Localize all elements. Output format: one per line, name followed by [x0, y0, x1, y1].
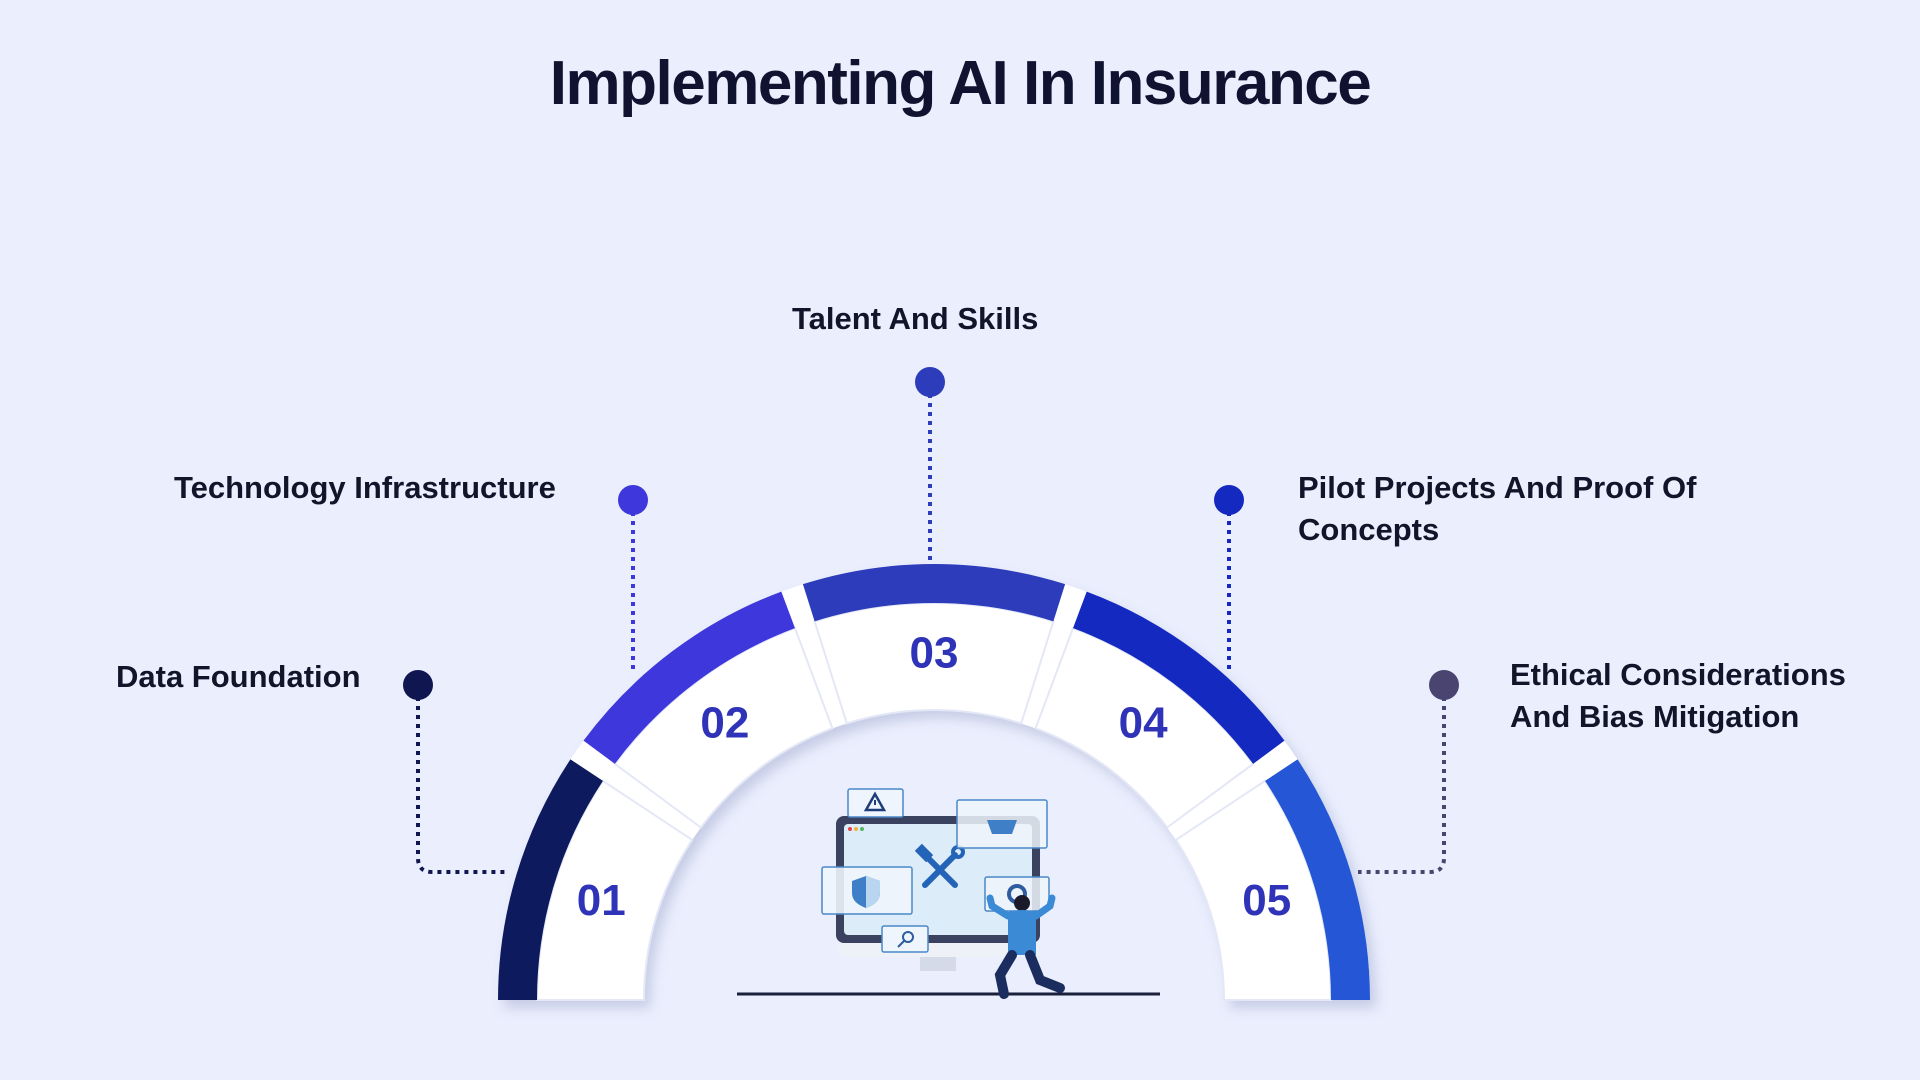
- shield-window-icon: [821, 866, 913, 915]
- connector-dot-03: [915, 367, 945, 397]
- step-number-02: 02: [700, 698, 749, 747]
- step-number-03: 03: [910, 629, 959, 678]
- page-title: Implementing AI In Insurance: [549, 49, 1372, 118]
- connector-line-01: [416, 697, 506, 874]
- step-label-line: Ethical Considerations: [1510, 657, 1846, 692]
- arc-band-05: [1265, 759, 1370, 1000]
- connector-line-05: [1358, 697, 1446, 874]
- arc-band-02: [583, 591, 795, 764]
- step-number-05: 05: [1242, 876, 1291, 925]
- step-label-02: Technology Infrastructure: [174, 467, 556, 509]
- step-label-line: Data Foundation: [116, 659, 361, 694]
- connector-dot-05: [1429, 670, 1459, 700]
- step-label-line: Pilot Projects And Proof Of: [1298, 470, 1697, 505]
- connector-dot-01: [403, 670, 433, 700]
- search-window-icon: [881, 925, 929, 953]
- arc-band-03: [802, 563, 1066, 622]
- arc-segment-04: [1034, 626, 1255, 829]
- step-label-line: Talent And Skills: [792, 301, 1039, 336]
- step-label-04: Pilot Projects And Proof Of Concepts: [1298, 467, 1696, 551]
- step-label-line: Technology Infrastructure: [174, 470, 556, 505]
- step-label-03: Talent And Skills: [792, 298, 1038, 340]
- step-label-01: Data Foundation: [116, 656, 361, 698]
- step-number-04: 04: [1119, 698, 1168, 747]
- arc-band-01: [498, 759, 603, 1000]
- step-label-line: Concepts: [1298, 512, 1440, 547]
- arc-segments: 01 02 03 04 05: [498, 563, 1370, 1001]
- arc-segment-02: [613, 626, 834, 829]
- tools-icon: [914, 843, 965, 888]
- connectors: [403, 367, 1459, 874]
- arc-band-04: [1073, 591, 1285, 764]
- cart-window-icon: [956, 799, 1048, 849]
- connector-dot-02: [618, 485, 648, 515]
- connector-dot-04: [1214, 485, 1244, 515]
- warning-window-icon: [847, 788, 904, 818]
- worker-computer-illustration: [737, 788, 1160, 999]
- person-figure: [986, 894, 1065, 999]
- step-label-line: And Bias Mitigation: [1510, 699, 1800, 734]
- step-number-01: 01: [577, 876, 626, 925]
